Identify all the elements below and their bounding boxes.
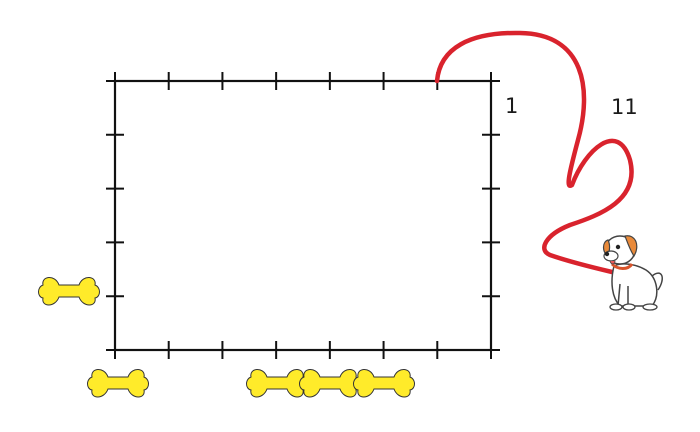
dog-bone-icon [353, 368, 415, 398]
dog-bone-icon [246, 368, 308, 398]
dog-bone-icon [87, 368, 149, 398]
corner-number-label: 1 [505, 94, 518, 118]
fence-rectangle [106, 72, 500, 359]
fence-tick-marks [106, 72, 500, 359]
fence-rectangle-outline [113, 79, 493, 352]
dog-bone-icon [38, 276, 100, 306]
dog-bone-shape [353, 368, 415, 398]
dog-bone-shape [246, 368, 308, 398]
dog-icon [602, 235, 663, 311]
red-leash [434, 30, 634, 275]
dog-bone-shape [87, 368, 149, 398]
leash-number-label: 11 [611, 95, 638, 119]
dog-bone-icon [299, 368, 361, 398]
dog-bone-shape [299, 368, 361, 398]
dog-bone-shape [38, 276, 100, 306]
